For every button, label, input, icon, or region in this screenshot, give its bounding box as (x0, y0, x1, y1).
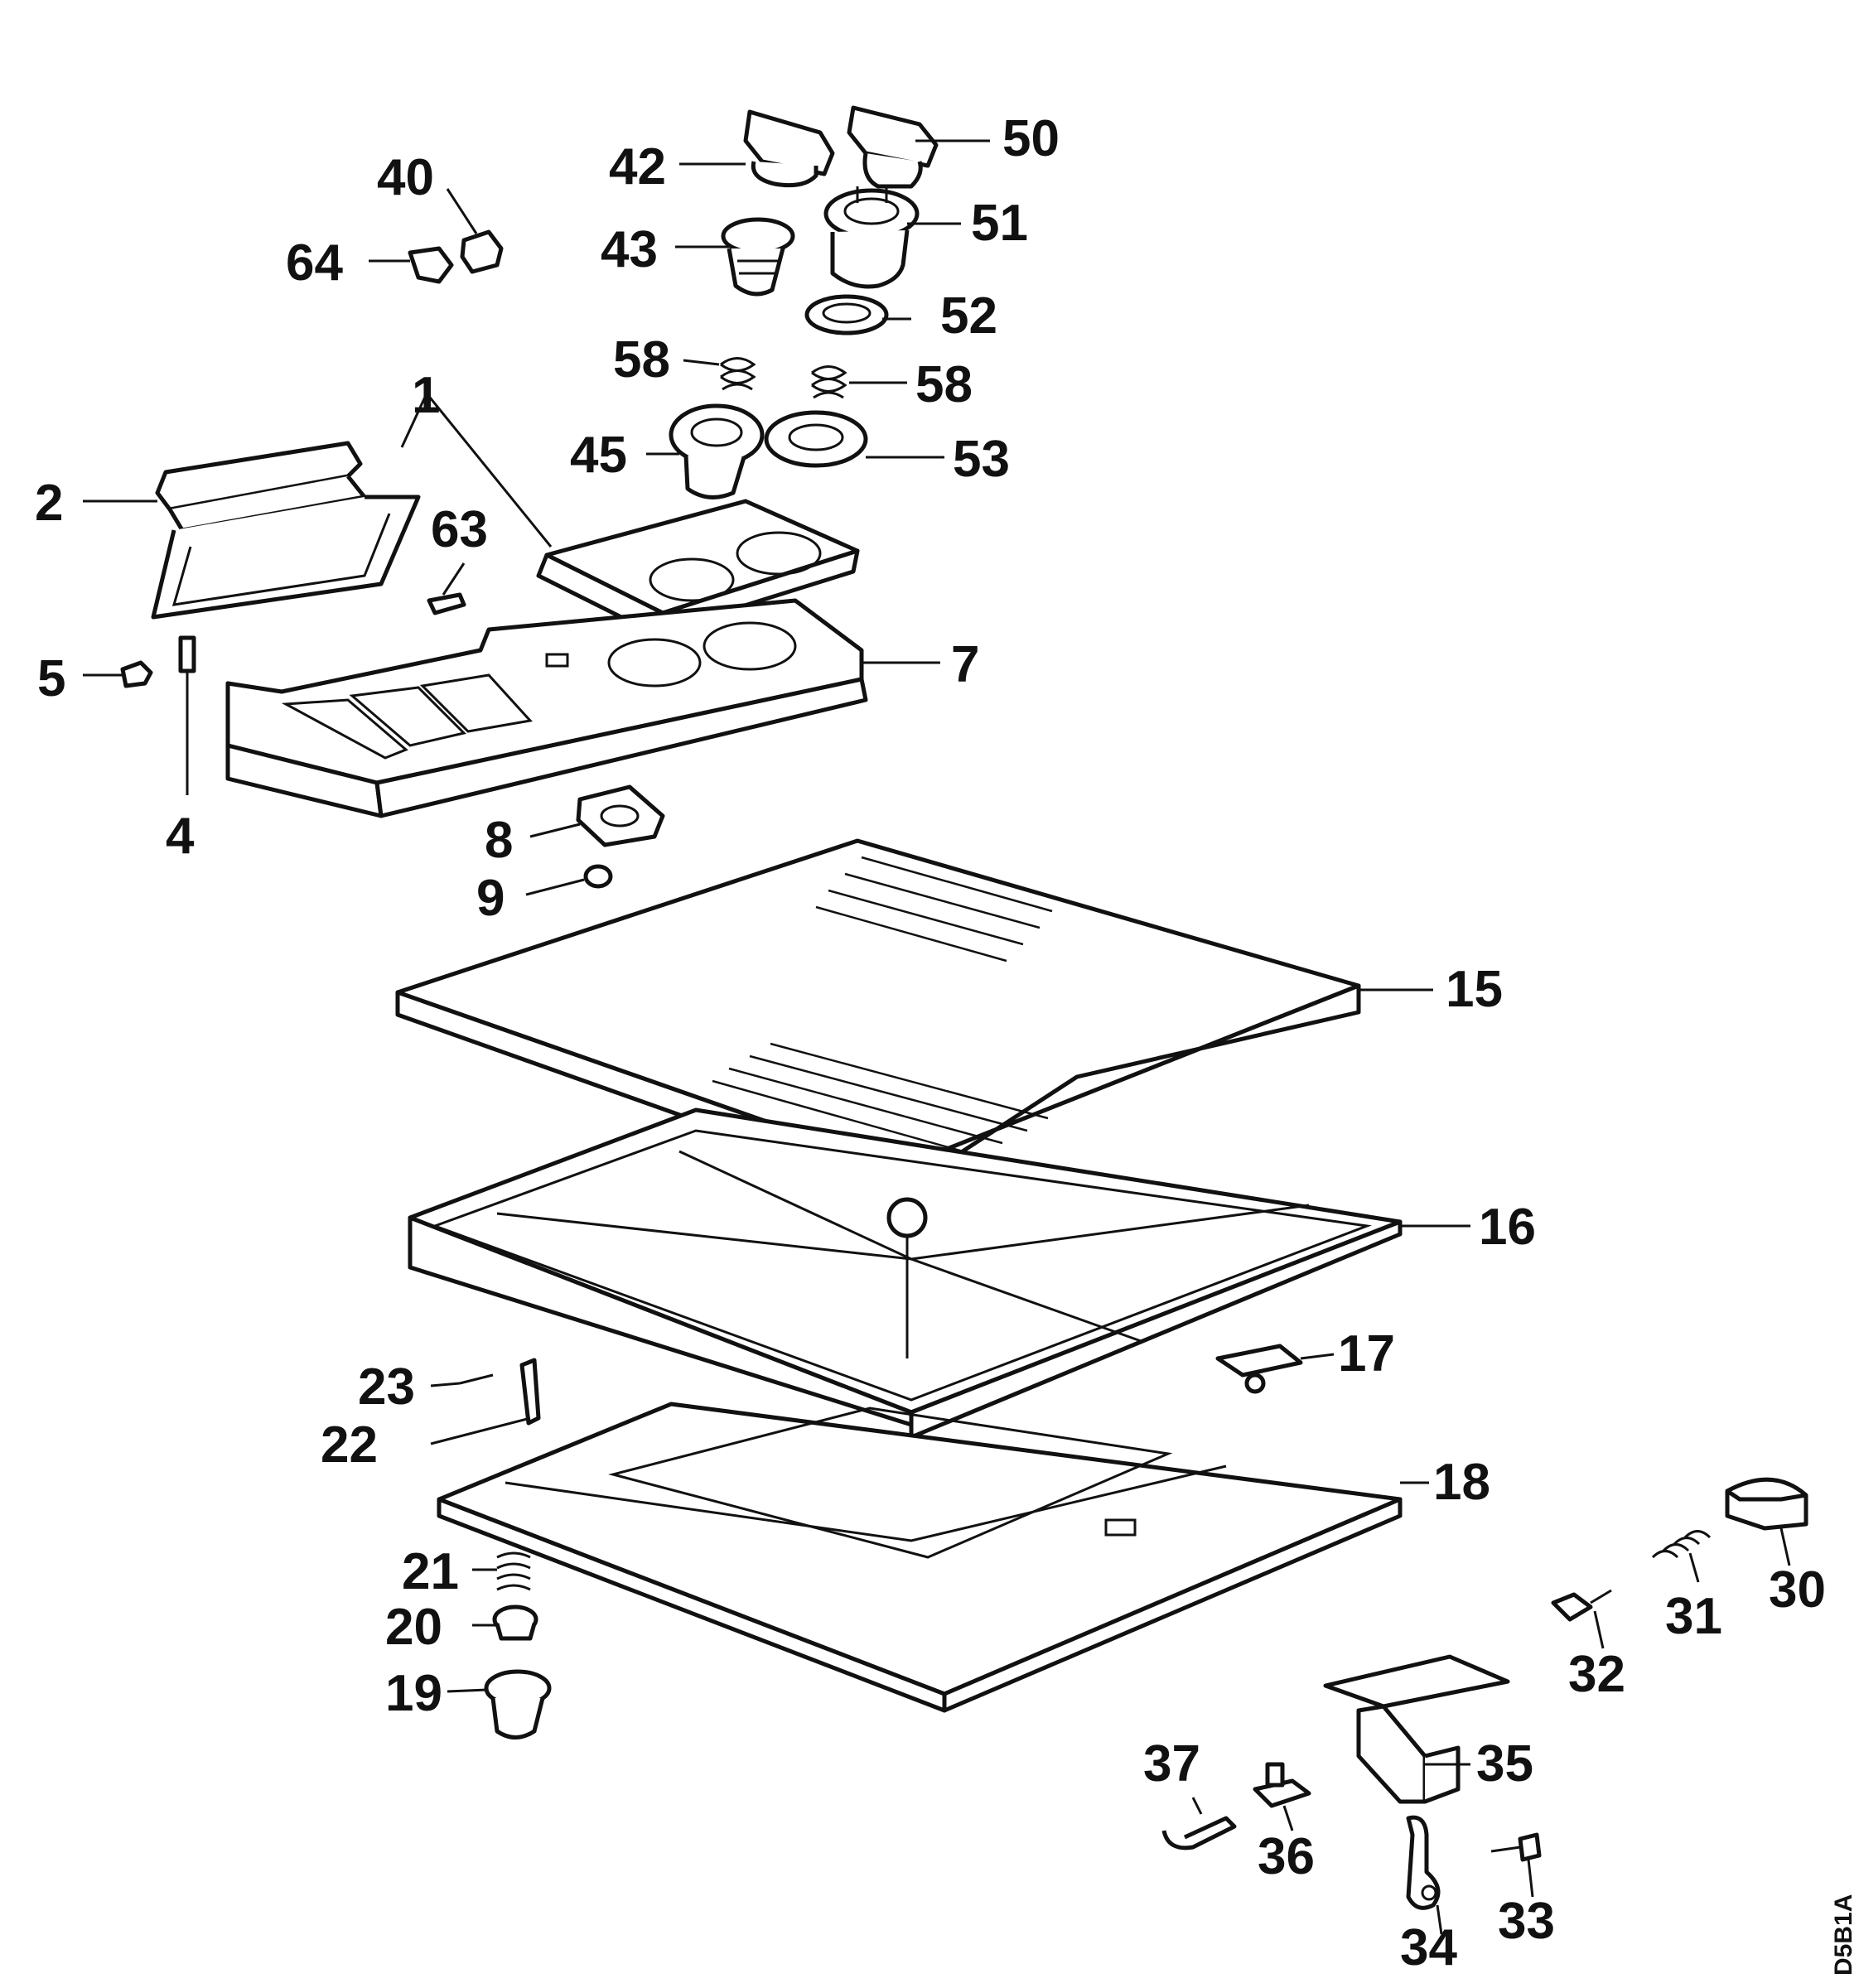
part-5-screw (120, 660, 153, 688)
part-17-bracket (1215, 1344, 1303, 1394)
part-33-screw (1490, 1832, 1542, 1862)
part-31-spring (1651, 1530, 1712, 1559)
label-58-left: 58 (613, 331, 670, 388)
part-2-flap (151, 441, 421, 620)
part-16-frame (408, 1107, 1403, 1440)
label-23: 23 (358, 1358, 415, 1416)
part-36-clip (1253, 1762, 1311, 1808)
part-32-pin (1551, 1589, 1612, 1622)
label-63: 63 (431, 501, 488, 558)
label-19: 19 (385, 1665, 442, 1722)
part-35-lock-housing (1323, 1654, 1510, 1804)
part-4-hinge (178, 635, 196, 673)
drawing-code: D5B1A (1830, 1894, 1857, 1976)
label-50: 50 (1002, 110, 1060, 167)
part-37-clip (1161, 1816, 1237, 1850)
label-36: 36 (1258, 1828, 1315, 1885)
label-1: 1 (412, 367, 440, 424)
part-53-seal (764, 410, 868, 468)
part-64-clip (408, 246, 454, 284)
label-64: 64 (286, 234, 343, 292)
part-42-knob-cap (743, 109, 835, 188)
part-9-plug (583, 864, 613, 889)
label-18: 18 (1433, 1454, 1490, 1511)
label-8: 8 (485, 812, 513, 869)
label-15: 15 (1446, 961, 1503, 1018)
part-labels: 1 2 4 5 7 8 9 15 16 17 18 19 20 21 22 23… (35, 110, 1826, 1976)
part-34-lever (1406, 1815, 1441, 1910)
part-51-knob-shaft (823, 186, 920, 289)
label-4: 4 (166, 808, 195, 865)
label-51: 51 (971, 195, 1028, 252)
label-53: 53 (953, 431, 1010, 488)
part-52-ring (804, 294, 889, 335)
label-31: 31 (1665, 1588, 1722, 1645)
label-5: 5 (37, 650, 65, 707)
part-63-clip (427, 592, 466, 615)
part-23-pin (459, 1373, 494, 1385)
label-37: 37 (1143, 1735, 1200, 1793)
part-18-base (437, 1402, 1403, 1713)
label-45: 45 (570, 427, 627, 484)
label-52: 52 (940, 287, 997, 345)
label-9: 9 (476, 870, 505, 927)
label-33: 33 (1498, 1893, 1555, 1950)
label-21: 21 (402, 1543, 459, 1600)
part-30-cover (1725, 1477, 1808, 1531)
part-7-dispenser-drawer (225, 598, 868, 818)
label-2: 2 (35, 475, 63, 532)
label-35: 35 (1476, 1735, 1533, 1793)
part-19-valve (484, 1669, 552, 1740)
part-40-clip (460, 229, 504, 274)
label-32: 32 (1568, 1646, 1625, 1703)
part-8-diaphragm (576, 784, 665, 847)
label-7: 7 (951, 636, 979, 693)
label-34: 34 (1400, 1919, 1457, 1976)
label-43: 43 (601, 221, 658, 278)
label-58-right: 58 (915, 356, 973, 413)
label-16: 16 (1479, 1199, 1536, 1256)
label-22: 22 (321, 1416, 378, 1474)
part-20-cap (492, 1604, 538, 1641)
label-17: 17 (1338, 1325, 1395, 1382)
label-20: 20 (385, 1599, 442, 1656)
part-22-pin (519, 1358, 541, 1426)
part-50-knob (847, 105, 939, 189)
part-43-bushing (721, 217, 795, 297)
part-58-spring-left (720, 357, 756, 391)
label-40: 40 (377, 149, 434, 206)
label-30: 30 (1769, 1561, 1826, 1619)
part-45-valve (669, 403, 765, 499)
leader-lines (83, 139, 1791, 1935)
part-58-spring-right (811, 365, 847, 399)
label-42: 42 (609, 138, 666, 195)
part-21-spring (496, 1551, 531, 1591)
